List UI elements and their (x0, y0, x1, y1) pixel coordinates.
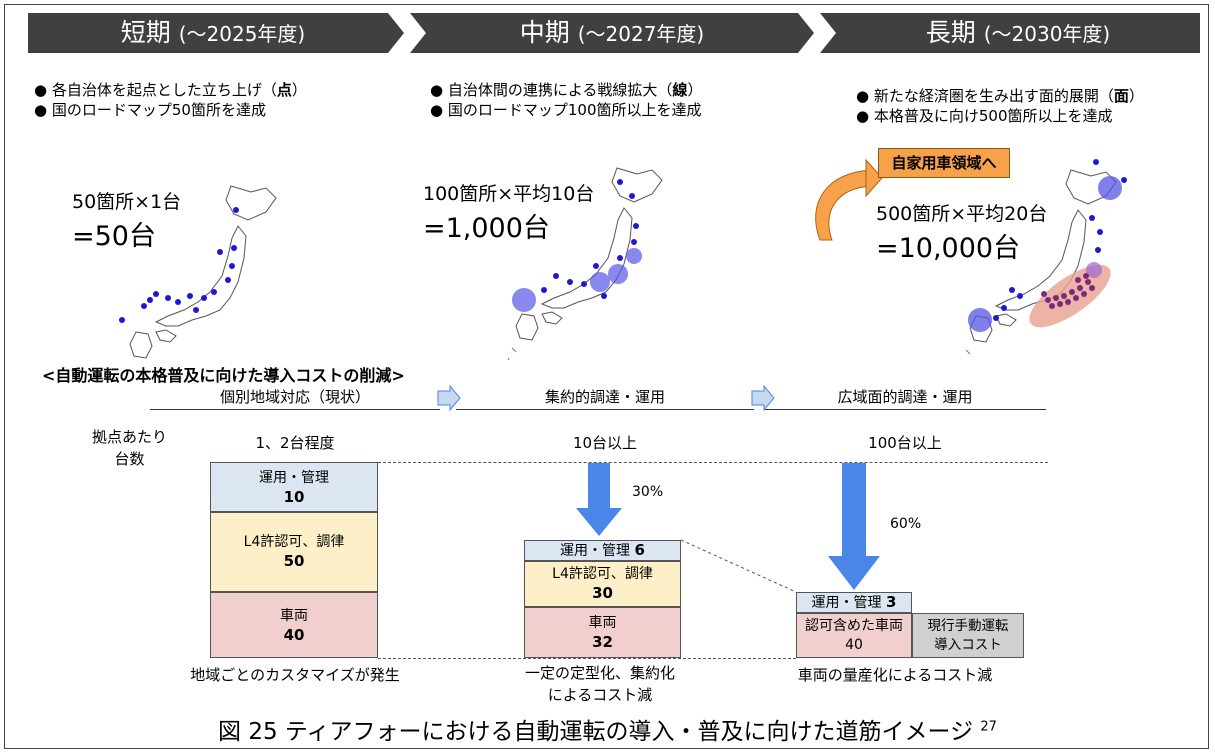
note-2: 一定の定型化、集約化によるコスト減 (524, 664, 675, 704)
reduction-60: 60% (890, 516, 922, 532)
figure-frame (4, 4, 1209, 749)
column-rule-1 (150, 409, 440, 410)
phase-long-bullets: ● 新たな経済圏を生み出す面的展開（面） ● 本格普及に向け500箇所以上を達成 (856, 87, 1144, 125)
bottom-guide (378, 658, 796, 659)
reduction-30: 30% (632, 484, 664, 500)
units-3: 100台以上 (868, 434, 942, 452)
note-3: 車両の量産化によるコスト減 (797, 666, 993, 684)
private-car-arrow (815, 169, 873, 241)
phase-short-title: 短期 (～2025年度) (120, 18, 306, 47)
japan-maps (119, 158, 1127, 360)
phase-mid-bullets: ● 自治体間の連携による戦線拡大（線） ● 国のロードマップ100箇所以上を達成 (430, 81, 703, 119)
column-header-2: 集約的調達・運用 (544, 388, 665, 406)
top-guide (378, 462, 1048, 463)
long-total: =10,000台 (876, 233, 1021, 264)
column-header-3: 広域面的調達・運用 (837, 388, 973, 406)
figure-caption: 図 25 ティアフォーにおける自動運転の導入・普及に向けた道筋イメージ 27 (218, 719, 997, 745)
phase-long-title: 長期 (～2030年度) (925, 18, 1111, 47)
short-count: 50箇所×1台 (72, 191, 182, 213)
short-total: =50台 (72, 221, 156, 252)
units-2: 10台以上 (572, 434, 638, 452)
bar2-ops: 運用・管理 6 (524, 540, 681, 561)
arrow-30 (576, 463, 622, 536)
section-title: <自動運転の本格普及に向けた導入コストの削減> (42, 366, 405, 385)
column-arrows (437, 384, 775, 412)
bar3-manual-cost: 現行手動運転導入コスト (912, 613, 1024, 658)
long-dots (968, 159, 1127, 332)
reduction-arrows (576, 463, 880, 593)
column-rule-3 (764, 409, 1046, 410)
phase-banners (28, 13, 1200, 53)
mid-count: 100箇所×平均10台 (423, 183, 595, 205)
row-label: 拠点あたり台数 (92, 428, 168, 468)
bar3-ops: 運用・管理 3 (796, 592, 912, 613)
phase-mid-title: 中期 (～2027年度) (519, 18, 705, 47)
mid-dots (512, 179, 642, 312)
private-car-label: 自家用車領域へ (878, 148, 1010, 178)
banner-mid (410, 13, 814, 53)
banner-long (820, 13, 1200, 53)
arrow-60 (828, 463, 880, 590)
banner-short (28, 13, 404, 53)
column-rule-2 (456, 409, 754, 410)
long-count: 500箇所×平均20台 (876, 203, 1048, 225)
mid-total: =1,000台 (423, 213, 550, 244)
phase-short-bullets: ● 各自治体を起点とした立ち上げ（点） ● 国のロードマップ50箇所を達成 (34, 81, 307, 119)
note-1: 地域ごとのカスタマイズが発生 (190, 666, 400, 684)
short-dots (119, 207, 239, 323)
units-1: 1、2台程度 (255, 434, 335, 452)
column-header-1: 個別地域対応（現状） (219, 388, 370, 406)
